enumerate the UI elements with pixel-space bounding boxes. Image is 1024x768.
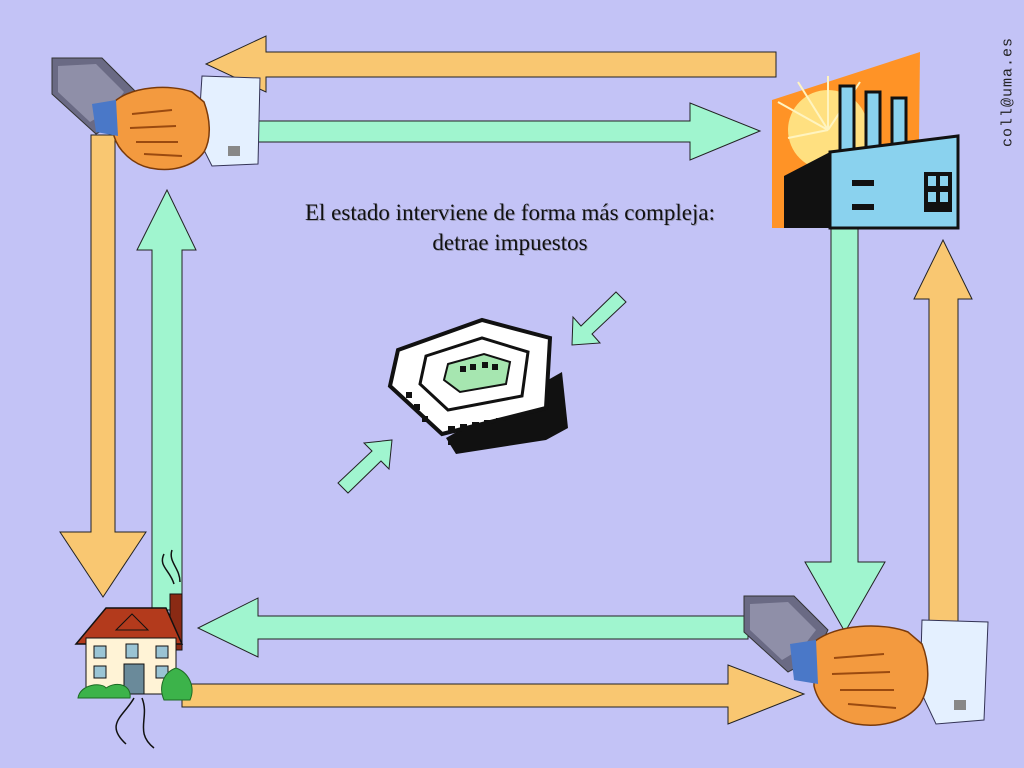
factory-icon [772, 52, 960, 230]
diagram-caption: El estado interviene de forma más comple… [230, 198, 790, 258]
top-orange-arrow-left [204, 35, 777, 93]
handshake-icon [743, 595, 989, 726]
handshake-icon [51, 57, 261, 171]
caption-line-2: detrae impuestos [432, 230, 588, 255]
right-green-arrow-down [804, 221, 886, 634]
right-orange-arrow-up [913, 238, 973, 641]
left-orange-arrow-down [59, 134, 147, 598]
bottom-orange-arrow-right [181, 664, 806, 725]
diagonal-arrow-bottom-left [337, 439, 393, 494]
bottom-green-arrow-left [196, 597, 749, 658]
government-building-icon [387, 317, 568, 454]
top-green-arrow-right [257, 102, 762, 161]
house-icon [74, 549, 193, 749]
author-email: coll@uma.es [999, 36, 1017, 148]
left-green-arrow-up [136, 188, 197, 611]
caption-line-1: El estado interviene de forma más comple… [304, 200, 715, 225]
diagonal-arrow-top-right [571, 291, 627, 346]
